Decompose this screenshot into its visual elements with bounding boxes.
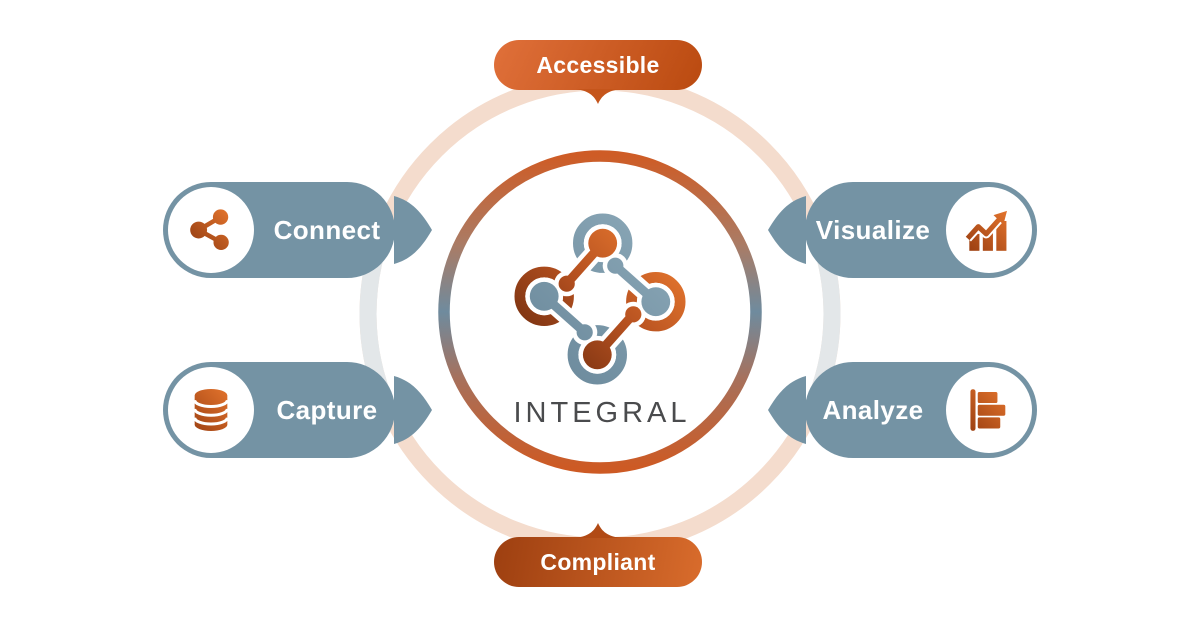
pill-analyze: Analyze [768, 362, 1037, 458]
brand-wordmark: INTEGRAL [513, 397, 691, 429]
pill-tail-right-icon [394, 196, 432, 264]
capture-icon-circle [168, 367, 254, 453]
badge-tail-up-icon [576, 523, 620, 538]
database-icon [193, 389, 229, 431]
inner-ring [438, 150, 762, 474]
pill-tail-right-icon [394, 376, 432, 444]
pill-connect-label: Connect [273, 214, 381, 245]
visualize-icon-circle [946, 187, 1032, 273]
share-network-icon [190, 209, 229, 251]
horizontal-bars-icon [970, 389, 1006, 431]
pill-connect: Connect [163, 182, 432, 278]
analyze-icon-circle [946, 367, 1032, 453]
pill-visualize-label: Visualize [815, 214, 931, 245]
badge-compliant: Compliant [494, 523, 702, 587]
connect-icon-circle [168, 187, 254, 273]
pill-capture-label: Capture [276, 394, 378, 425]
pill-analyze-label: Analyze [822, 394, 924, 425]
pill-visualize: Visualize [768, 182, 1037, 278]
pill-tail-left-icon [768, 196, 806, 264]
pill-tail-left-icon [768, 376, 806, 444]
chart-growth-icon [964, 210, 1007, 251]
badge-accessible-label: Accessible [536, 51, 660, 78]
integral-logo-icon [514, 213, 686, 385]
pill-capture: Capture [163, 362, 432, 458]
badge-compliant-label: Compliant [540, 548, 656, 575]
logo-rings [514, 213, 686, 385]
badge-accessible: Accessible [494, 40, 702, 104]
logo-dumbbells [529, 228, 671, 370]
badge-tail-down-icon [576, 89, 620, 104]
